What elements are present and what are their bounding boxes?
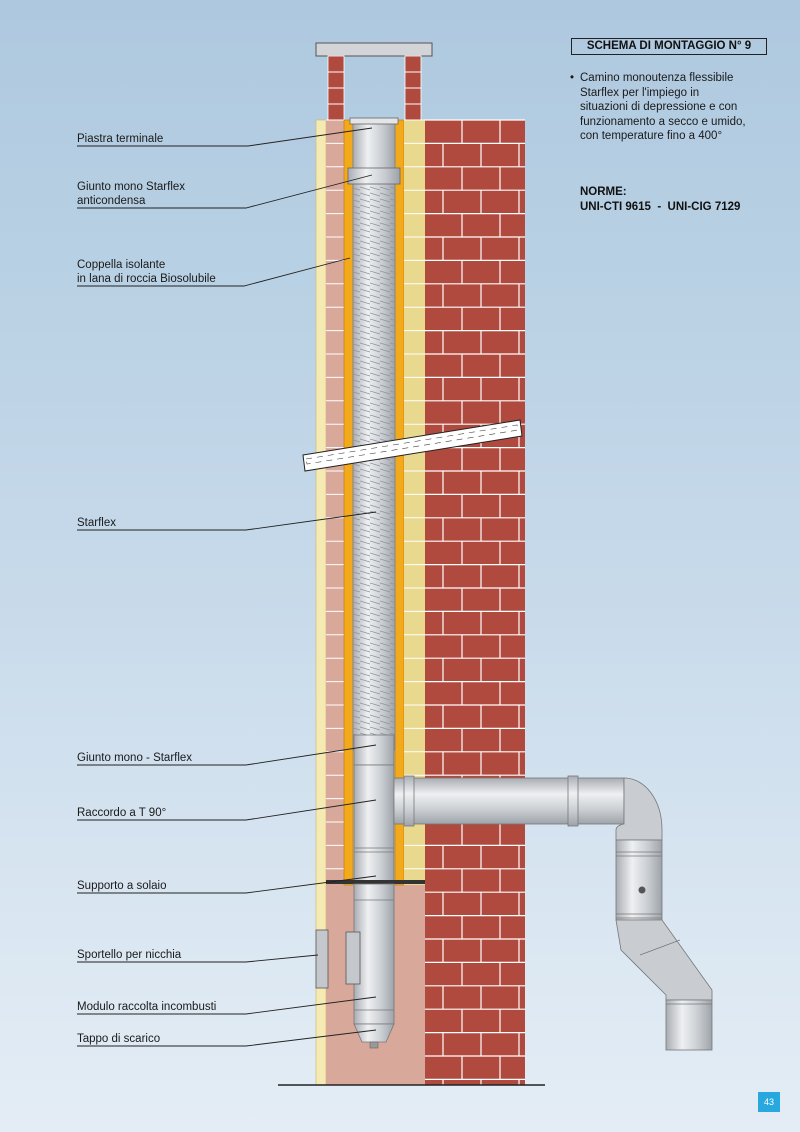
bullet: • xyxy=(570,72,575,84)
norme-value: UNI-CTI 9615 - UNI-CIG 7129 xyxy=(580,201,741,213)
offset-elbow xyxy=(615,919,713,1001)
joint-anticondensa xyxy=(347,167,401,185)
insulation-right xyxy=(394,119,405,886)
tee-branch xyxy=(393,777,625,825)
air-gap xyxy=(404,120,425,885)
label-piastra-terminale: Piastra terminale xyxy=(77,133,164,145)
label-sportello-nicchia: Sportello per nicchia xyxy=(77,949,182,961)
label-tappo-scarico: Tappo di scarico xyxy=(77,1033,161,1045)
label-modulo-raccolta: Modulo raccolta incombusti xyxy=(77,1001,217,1013)
leader-lines xyxy=(77,127,377,1047)
drain-cap xyxy=(353,1023,395,1043)
terminal-plate xyxy=(349,117,399,125)
brick-wall xyxy=(425,120,525,1085)
description: • Camino monoutenza flessibile Starflex … xyxy=(570,72,746,143)
page-number: 43 xyxy=(758,1092,780,1112)
inspection-point xyxy=(638,886,646,894)
label-starflex: Starflex xyxy=(77,517,116,529)
norme: NORME: UNI-CTI 9615 - UNI-CIG 7129 xyxy=(580,185,740,215)
label-supporto-solaio: Supporto a solaio xyxy=(77,880,167,892)
vertical-drop xyxy=(615,839,663,921)
inner-brick-strip xyxy=(326,120,344,1085)
tee-vertical xyxy=(353,764,395,886)
niche-door xyxy=(315,929,329,989)
outlet-pipe xyxy=(665,999,713,1051)
chimney-cap xyxy=(315,42,433,57)
label-raccordo-t: Raccordo a T 90° xyxy=(77,807,167,819)
cap-pillars xyxy=(327,55,422,121)
norme-title: NORME: xyxy=(580,186,627,198)
joint-mono-starflex xyxy=(353,734,395,766)
floor-slab xyxy=(302,419,523,472)
insulation-left xyxy=(343,119,354,886)
floor-support xyxy=(326,880,425,884)
schema-title: SCHEMA DI MONTAGGIO N° 9 xyxy=(571,38,767,55)
label-giunto-mono-starflex: Giunto mono - Starflex xyxy=(77,752,193,764)
